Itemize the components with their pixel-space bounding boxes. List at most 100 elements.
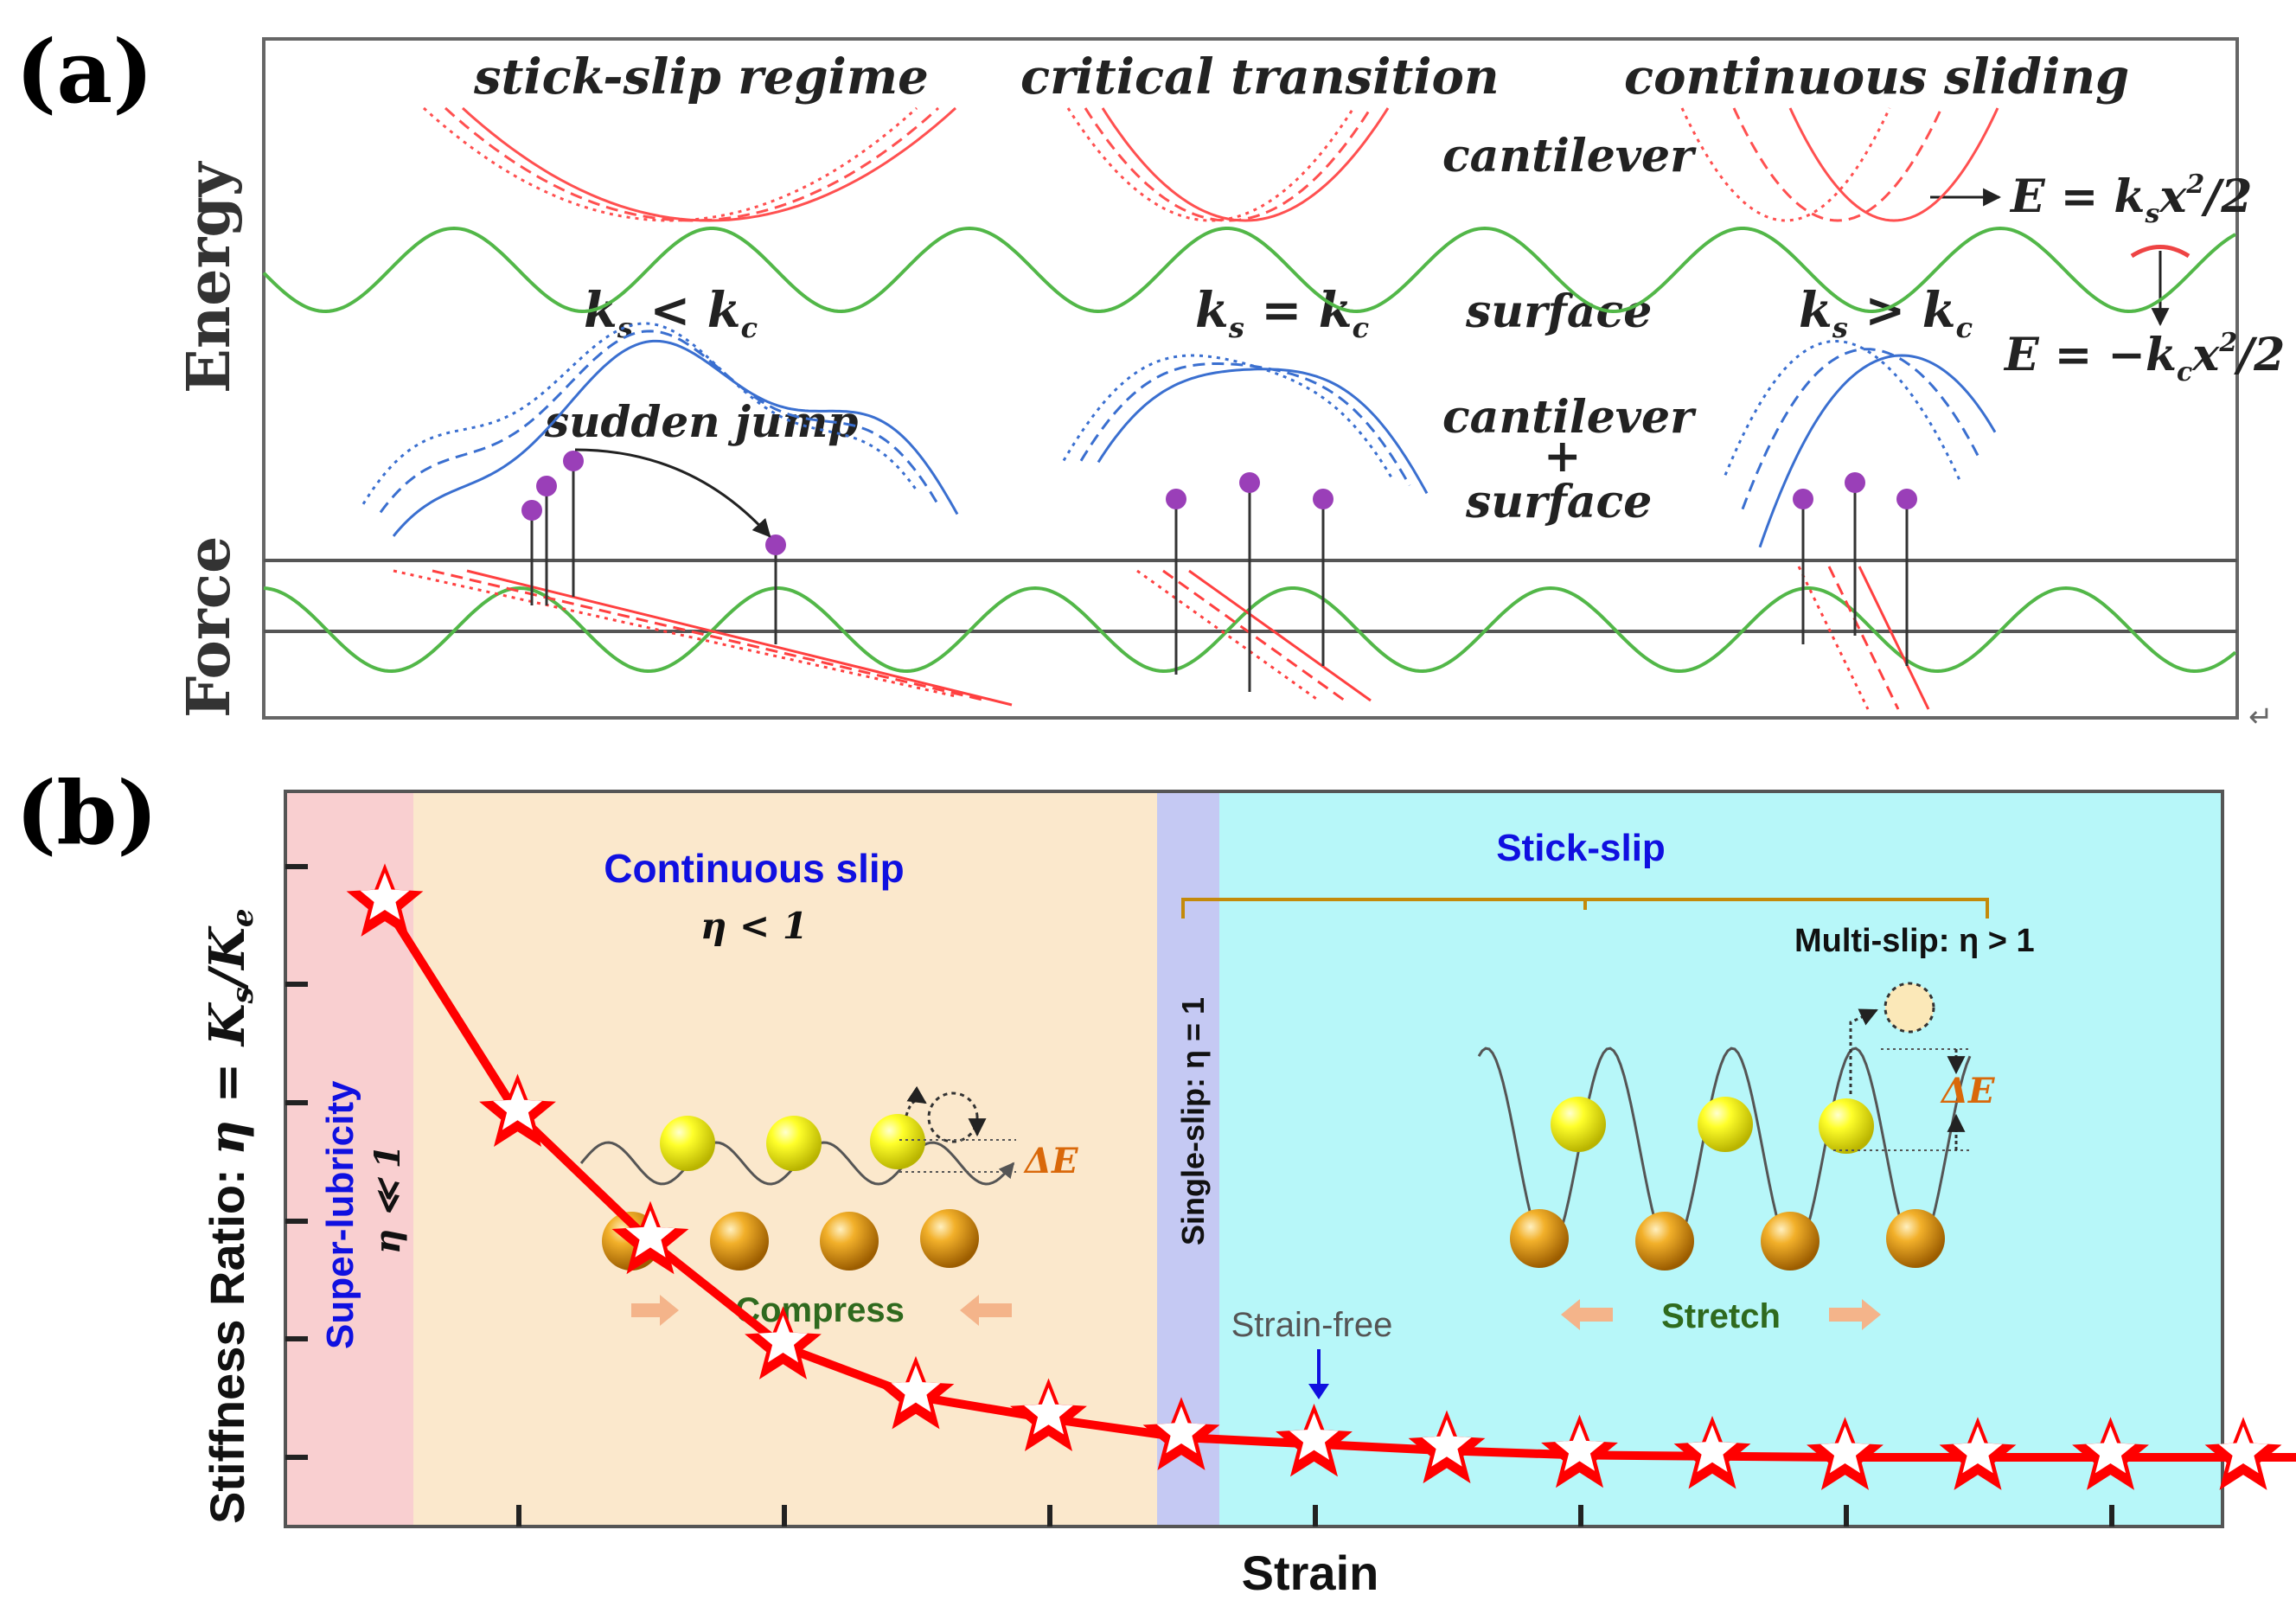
panel-a-frame	[262, 37, 2239, 720]
cantilever-parabola-left	[422, 106, 918, 222]
axis-ticks	[285, 864, 2114, 1527]
bottom-atom-orange	[820, 1212, 879, 1271]
title-continuous: continuous sliding	[1624, 48, 2129, 106]
panel-a: (a) Energy Force ↵ stick-slip regime cri…	[16, 21, 2285, 734]
star-marker-highlight	[1156, 1406, 1206, 1454]
top-atom-yellow	[660, 1116, 715, 1171]
strain-free-arrowhead	[1308, 1384, 1329, 1399]
compress-label: Compress	[735, 1291, 905, 1329]
combined-label-1: cantilever	[1442, 391, 1697, 444]
stiffness-chart	[346, 863, 2296, 1490]
surface-energy-wave	[262, 226, 2236, 314]
top-atom-yellow	[1551, 1097, 1606, 1152]
force-line-mid	[1162, 569, 1346, 702]
combined-curve-left	[361, 322, 918, 505]
panel-a-curves	[262, 106, 2237, 710]
surface-max-highlight	[2130, 245, 2190, 259]
equation-surface: E = −kcx2/2	[2003, 328, 2285, 387]
panel-a-label: (a)	[16, 21, 153, 123]
star-marker-highlight	[625, 1210, 675, 1258]
panel-b-frame	[284, 790, 2224, 1528]
combined-curve-left	[379, 330, 939, 514]
star-marker-highlight	[891, 1365, 941, 1412]
force-line-mid	[1136, 569, 1320, 702]
position-dot	[521, 500, 542, 521]
hop-arrow	[905, 1085, 927, 1117]
cantilever-parabola-right	[1788, 107, 1999, 222]
star-marker-highlight	[1687, 1424, 1737, 1472]
star-marker-highlight	[1289, 1412, 1339, 1460]
top-atom-yellow	[1698, 1097, 1753, 1152]
condition-mid: ks = kc	[1195, 282, 1369, 344]
bottom-atom-orange	[1886, 1209, 1945, 1268]
displaced-atom-ghost	[1883, 982, 1935, 1034]
condition-right: ks > kc	[1799, 282, 1973, 344]
stick-slip-label: Stick-slip	[1496, 827, 1666, 869]
multi-slip-label: Multi-slip: η > 1	[1794, 923, 2035, 959]
position-dot	[1793, 489, 1813, 509]
combined-curve-right	[1758, 354, 1997, 548]
continuous-slip-eta: η < 1	[700, 905, 808, 947]
star-marker-highlight	[758, 1315, 808, 1363]
position-dot	[1166, 489, 1186, 509]
strain-free-label: Strain-free	[1231, 1306, 1393, 1344]
stretch-arrow-right	[1829, 1299, 1881, 1330]
star-marker-highlight	[1953, 1426, 2003, 1474]
region-single-slip	[1157, 791, 1219, 1527]
super-lubricity-eta: η ≪ 1	[368, 1144, 408, 1254]
cantilever-parabola-mid	[1066, 107, 1355, 222]
cantilever-parabola-right	[1732, 107, 1943, 222]
star-marker-highlight	[1024, 1387, 1073, 1435]
cantilever-parabola-mid	[1101, 107, 1390, 222]
combined-label-3: surface	[1465, 476, 1652, 528]
bottom-atom-orange	[1635, 1212, 1694, 1271]
delta-e-left: ΔE	[1023, 1141, 1078, 1181]
svg-text:↵: ↵	[2248, 700, 2274, 734]
super-lubricity-label: Super-lubricity	[319, 1080, 361, 1349]
cantilever-parabola-left	[444, 106, 940, 222]
position-dot	[1896, 489, 1917, 509]
bottom-atom-orange	[710, 1212, 769, 1271]
cantilever-label: cantilever	[1442, 130, 1697, 182]
star-marker-highlight	[493, 1083, 542, 1130]
x-axis-label: Strain	[1242, 1546, 1379, 1600]
sudden-jump-label: sudden jump	[544, 396, 858, 447]
bottom-atom-orange	[1510, 1209, 1569, 1268]
position-dot	[536, 476, 557, 496]
force-line-mid	[1188, 569, 1372, 702]
title-stick-slip: stick-slip regime	[473, 48, 929, 106]
bottom-atom-orange	[1761, 1212, 1820, 1271]
top-atom-yellow	[1819, 1098, 1874, 1154]
stick-slip-bracket	[1181, 898, 1989, 919]
atomic-insets	[579, 982, 1972, 1330]
equation-cantilever: E = ksx2/2	[2009, 170, 2252, 229]
top-atom-yellow	[870, 1114, 925, 1169]
stretch-arrow-left	[1561, 1299, 1613, 1330]
combined-label-2: +	[1544, 430, 1582, 483]
force-line-left	[393, 569, 956, 698]
combined-curve-mid	[1079, 362, 1411, 487]
position-dot	[1313, 489, 1333, 509]
energy-axis-label: Energy	[175, 160, 244, 394]
force-line-right	[1858, 566, 1930, 710]
title-critical: critical transition	[1020, 48, 1500, 106]
star-marker-highlight	[2218, 1426, 2268, 1474]
star-marker-highlight	[2086, 1426, 2135, 1474]
force-line-right	[1797, 566, 1870, 710]
panel-b-label: (b)	[16, 762, 158, 864]
star-marker-highlight	[360, 873, 410, 920]
cantilever-parabola-mid	[1084, 107, 1372, 222]
delta-e-right: ΔE	[1940, 1071, 1995, 1111]
compress-arrow-left	[960, 1295, 1012, 1326]
combined-curve-right	[1724, 339, 1962, 483]
combined-curve-left	[392, 339, 959, 537]
top-atom-yellow	[766, 1116, 822, 1171]
cantilever-parabola-right	[1680, 107, 1891, 222]
cantilever-parabola-left	[461, 106, 957, 222]
sudden-jump-arrow	[574, 448, 771, 538]
position-dot	[1845, 472, 1865, 493]
combined-curve-right	[1741, 348, 1979, 510]
y-axis-label: Stiffness Ratio: η = Ks/Ke	[199, 909, 260, 1525]
continuous-slip-label: Continuous slip	[604, 846, 905, 891]
